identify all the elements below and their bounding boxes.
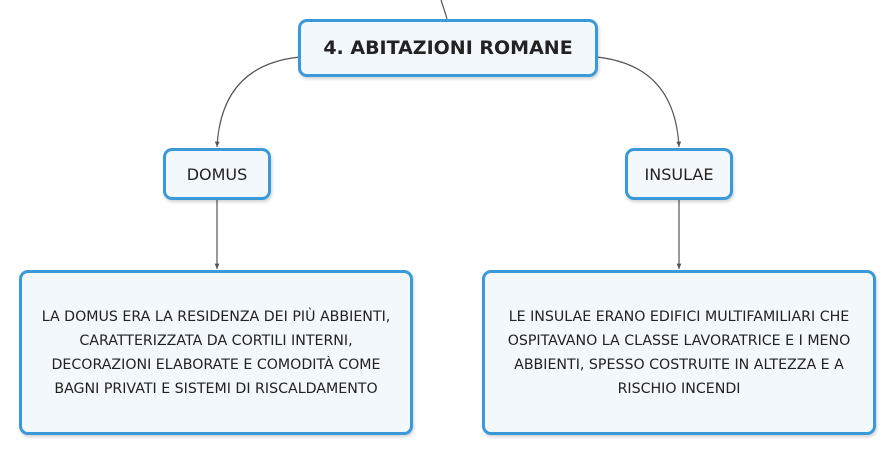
domus-topic-node[interactable]: DOMUS <box>163 148 271 200</box>
domus-description-text: LA DOMUS ERA LA RESIDENZA DEI PIÙ ABBIEN… <box>41 308 391 397</box>
root-topic-node[interactable]: 4. ABITAZIONI ROMANE <box>298 19 598 77</box>
connector-root-to-insulae <box>595 56 682 148</box>
domus-description-node[interactable]: LA DOMUS ERA LA RESIDENZA DEI PIÙ ABBIEN… <box>19 270 413 435</box>
insulae-topic-node[interactable]: INSULAE <box>625 148 733 200</box>
connector-root-to-domus <box>214 56 301 148</box>
root-topic-label: 4. ABITAZIONI ROMANE <box>323 37 573 59</box>
connector-parent-to-root <box>440 0 448 20</box>
domus-topic-label: DOMUS <box>186 164 248 184</box>
insulae-description-node[interactable]: LE INSULAE ERANO EDIFICI MULTIFAMILIARI … <box>482 270 876 435</box>
insulae-topic-label: INSULAE <box>644 164 714 184</box>
insulae-description-text: LE INSULAE ERANO EDIFICI MULTIFAMILIARI … <box>507 308 851 397</box>
